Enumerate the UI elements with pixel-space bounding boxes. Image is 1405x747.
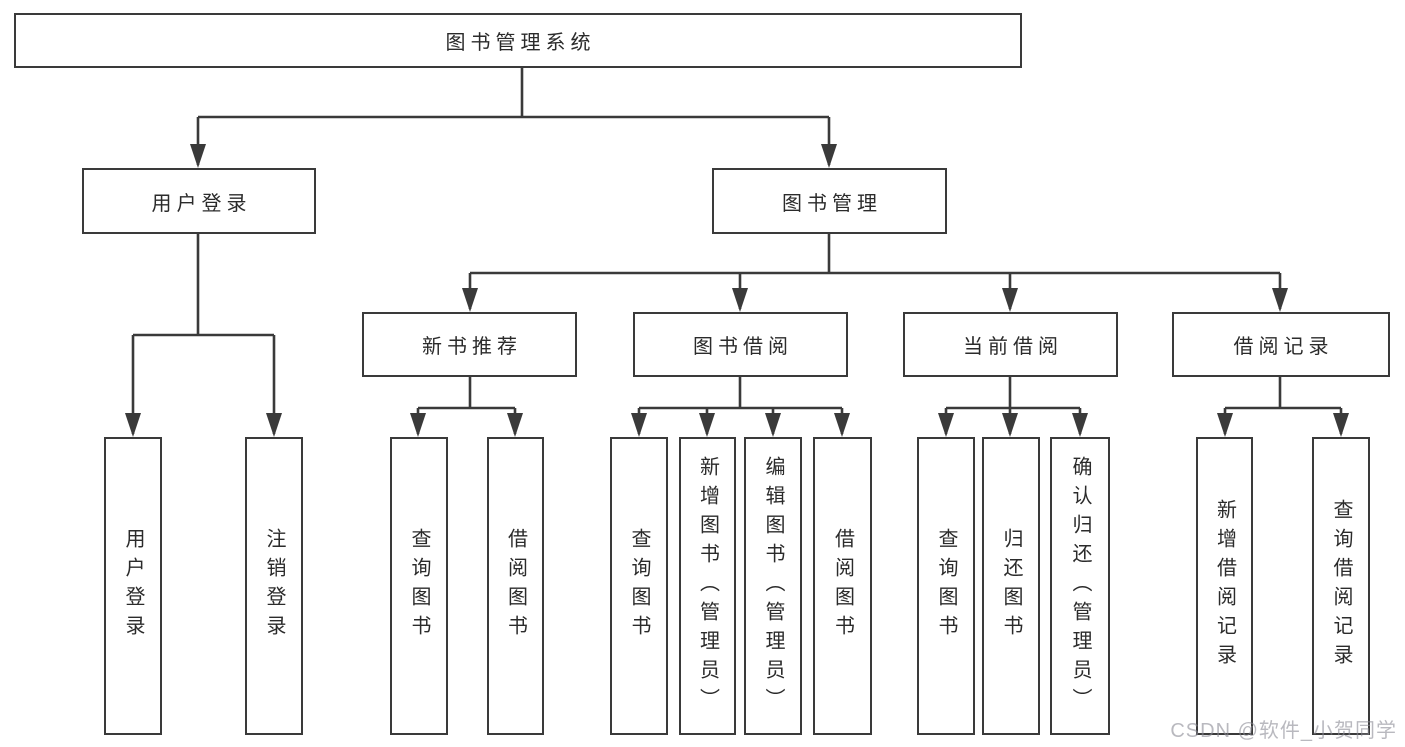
leaf-label: 注销登录 bbox=[263, 528, 285, 644]
node-root-library-management-system: 图书管理系统 bbox=[14, 13, 1022, 68]
leaf-label: 查询图书 bbox=[628, 528, 650, 644]
node-label: 新书推荐 bbox=[422, 336, 522, 358]
node-label: 用户登录 bbox=[151, 192, 252, 215]
leaf-query-borrow-record: 查询借阅记录 bbox=[1312, 437, 1370, 735]
node-new-book-recommend: 新书推荐 bbox=[362, 312, 577, 377]
node-borrow-records: 借阅记录 bbox=[1172, 312, 1390, 377]
leaf-label: 查询借阅记录 bbox=[1330, 499, 1352, 673]
leaf-label: 借阅图书 bbox=[831, 528, 854, 644]
leaf-label: 新增借阅记录 bbox=[1213, 499, 1236, 673]
node-label: 图书借阅 bbox=[693, 336, 793, 358]
node-book-borrow: 图书借阅 bbox=[633, 312, 848, 377]
leaf-add-borrow-record: 新增借阅记录 bbox=[1196, 437, 1253, 735]
leaf-current-query-book: 查询图书 bbox=[917, 437, 975, 735]
leaf-label: 查询图书 bbox=[408, 528, 430, 644]
csdn-watermark: CSDN @软件_小贺同学 bbox=[1170, 720, 1397, 742]
leaf-add-book-admin: 新增图书（管理员） bbox=[679, 437, 736, 735]
leaf-confirm-return-admin: 确认归还（管理员） bbox=[1050, 437, 1110, 735]
connector-user-login-children bbox=[123, 234, 284, 439]
leaf-return-book: 归还图书 bbox=[982, 437, 1040, 735]
node-current-borrow: 当前借阅 bbox=[903, 312, 1118, 377]
leaf-recommend-query-book: 查询图书 bbox=[390, 437, 448, 735]
leaf-logout: 注销登录 bbox=[245, 437, 303, 735]
connector-current-borrow-children bbox=[936, 377, 1090, 439]
connector-book-management-children bbox=[460, 234, 1290, 314]
leaf-borrow-book: 借阅图书 bbox=[813, 437, 872, 735]
node-user-login: 用户登录 bbox=[82, 168, 316, 234]
node-label: 图书管理 bbox=[782, 192, 882, 215]
leaf-label: 用户登录 bbox=[122, 528, 144, 644]
leaf-label: 确认归还（管理员） bbox=[1069, 455, 1091, 717]
leaf-user-login: 用户登录 bbox=[104, 437, 162, 735]
leaf-label: 归还图书 bbox=[1000, 528, 1022, 644]
leaf-label: 新增图书（管理员） bbox=[696, 455, 719, 717]
leaf-recommend-borrow-book: 借阅图书 bbox=[487, 437, 544, 735]
leaf-edit-book-admin: 编辑图书（管理员） bbox=[744, 437, 802, 735]
node-label: 借阅记录 bbox=[1233, 336, 1334, 358]
leaf-label: 编辑图书（管理员） bbox=[762, 455, 784, 717]
connector-new-book-recommend-children bbox=[408, 377, 525, 439]
connector-borrow-records-children bbox=[1215, 377, 1351, 439]
leaf-borrow-query-book: 查询图书 bbox=[610, 437, 668, 735]
connector-book-borrow-children bbox=[629, 377, 852, 439]
leaf-label: 查询图书 bbox=[935, 528, 957, 644]
node-book-management: 图书管理 bbox=[712, 168, 947, 234]
leaf-label: 借阅图书 bbox=[504, 528, 527, 644]
connector-root-to-level2 bbox=[188, 68, 839, 170]
node-label: 当前借阅 bbox=[963, 336, 1063, 358]
node-label: 图书管理系统 bbox=[445, 32, 596, 54]
